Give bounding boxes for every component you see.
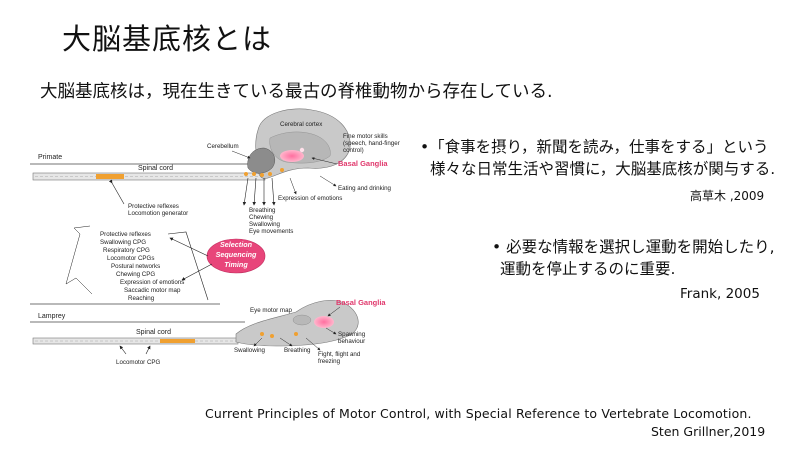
selection-arrow-upper [169,237,209,257]
lamprey-locomotor-segment [160,339,195,343]
locomotion-generator-label: Locomotion generator [128,210,188,217]
page-subtitle: 大脳基底核は，現在生きている最古の脊椎動物から存在している. [40,82,553,102]
bullet-daily-life-line2: 様々な日常生活や習慣に，大脳基底核が関与する. [430,160,776,178]
function-list: Protective reflexes Swallowing CPG Respi… [100,231,184,302]
primate-brain [255,108,351,179]
list-item: Swallowing CPG [100,239,146,246]
list-item: Protective reflexes [100,231,151,238]
list-item: Saccadic motor map [124,287,181,294]
list-item: Respiratory CPG [103,247,150,254]
list-item: Postural networks [111,263,160,270]
bullet-motor-selection-line2: 運動を停止するのに重要. [500,260,676,278]
fight-flight-label-2: freezing [318,358,341,365]
swallowing-label: Swallowing [249,221,281,228]
selection-label: Selection [220,240,253,249]
reference-title: Current Principles of Motor Control, wit… [205,406,752,421]
protective-reflex-arrow [108,179,125,205]
protective-reflexes-label: Protective reflexes [128,203,179,210]
bullet-motor-selection-line1: • 必要な情報を選択し運動を開始したり, [492,238,775,256]
citation-frank: Frank, 2005 [680,286,760,302]
fine-motor-label-2: (speech, hand-finger [343,140,400,147]
primate-basal-ganglia-label: Basal Ganglia [338,159,388,168]
eye-movements-label: Eye movements [249,228,293,235]
lamprey-spinal-cord-label: Spinal cord [136,329,171,336]
eating-drinking-label: Eating and drinking [338,185,392,192]
bullet-motor-selection: • 必要な情報を選択し運動を開始したり, 運動を停止するのに重要. [492,236,775,280]
cerebral-cortex-label: Cerebral cortex [280,121,323,128]
selection-sequencing-timing-ellipse [206,238,266,274]
cerebellum-label: Cerebellum [207,143,239,150]
cerebellum-shape [247,147,275,174]
lamprey-swallowing-label: Swallowing [234,347,266,354]
primate-nuclei [244,168,284,177]
basal-ganglia-evolution-diagram: Primate Spinal cord Cerebral cortex Cere… [30,108,400,366]
list-item: Reaching [128,295,155,302]
eye-motor-map-label: Eye motor map [250,307,293,314]
lamprey-basal-ganglia-region [314,316,334,328]
list-item: Expression of emotions [120,279,184,286]
bullet-daily-life: •「食事を摂り，新聞を読み，仕事をする」という 様々な日常生活や習慣に，大脳基底… [420,136,775,180]
list-right-bracket [167,231,209,301]
timing-label: Timing [224,260,248,269]
locomotor-cpg-label: Locomotor CPG [116,359,161,366]
lamprey-arrow-right [145,345,151,355]
lamprey-breathing-label: Breathing [284,347,311,354]
lamprey-label: Lamprey [38,313,66,320]
lamprey-spinal-cord [32,337,239,345]
chewing-label: Chewing [249,214,274,221]
sequencing-label: Sequencing [216,250,257,259]
primate-arrows-down [242,177,276,206]
primate-spinal-cord-label: Spinal cord [138,165,173,172]
reference-author: Sten Grillner,2019 [651,424,766,439]
citation-takakusaki: 高草木 ,2009 [690,189,765,203]
page-title: 大脳基底核とは [62,22,273,56]
primate-locomotor-segment [96,174,124,179]
list-item: Chewing CPG [116,271,155,278]
primate-spinal-cord [32,172,266,181]
primate-label: Primate [38,154,62,161]
fight-flight-label-1: Fight, flight and [318,351,361,358]
breathing-label: Breathing [249,207,276,214]
fine-motor-label-1: Fine motor skills [343,133,388,140]
lamprey-brain [235,300,359,347]
fine-motor-label-3: control) [343,147,364,154]
selection-arrow-lower [181,263,213,281]
list-item: Locomotor CPGs [107,255,154,262]
list-left-bracket [65,225,93,295]
spawning-label-1: Spawning [338,331,366,338]
spawning-label-2: behaviour [338,338,365,345]
lamprey-basal-ganglia-label: Basal Ganglia [336,298,386,307]
primate-basal-ganglia-region [280,150,304,162]
bullet-daily-life-line1: •「食事を摂り，新聞を読み，仕事をする」という [420,138,769,156]
lamprey-arrow-left [119,345,127,355]
expression-emotions-label: Expression of emotions [278,195,342,202]
